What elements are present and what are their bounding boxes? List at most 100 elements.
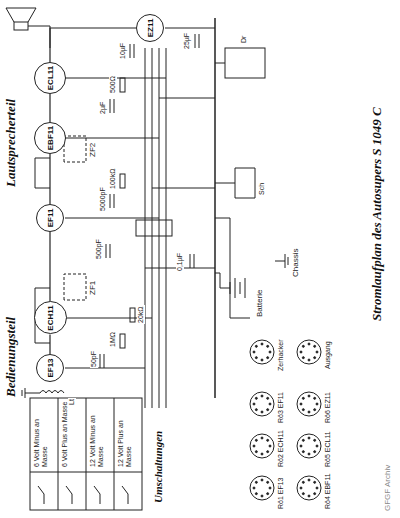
component-value: 500Ω — [109, 75, 117, 94]
socket-pin — [269, 445, 271, 447]
signal-wire — [50, 28, 136, 62]
socket-pin — [302, 409, 304, 411]
socket-pin — [300, 403, 302, 405]
part-name: Lt — [68, 398, 76, 406]
resistors-capacitors — [100, 34, 199, 368]
table-cell: 6 Volt Minus an Masse — [33, 400, 48, 468]
section-title: Lautsprecherteil — [4, 98, 18, 188]
socket-pin — [255, 409, 257, 411]
socket-pin — [308, 437, 310, 439]
component-value: 5000pF — [99, 186, 107, 212]
socket-pin — [308, 453, 310, 455]
socket-pin — [300, 351, 302, 353]
socket-pin — [302, 397, 304, 399]
socket-pin — [302, 345, 304, 347]
bus-wires — [35, 18, 215, 408]
socket-pin — [267, 481, 269, 483]
socket-pin — [314, 481, 316, 483]
tube-symbol: EZ11 — [136, 14, 164, 42]
socket-pin — [300, 445, 302, 447]
socket-pin — [255, 357, 257, 359]
part-name: ZF2 — [89, 142, 98, 158]
socket-pin — [253, 403, 255, 405]
sheet-title: Stromlaufplan des Autosupers S 1049 C — [370, 106, 384, 322]
part-name: Dr — [240, 35, 248, 44]
socket-pin — [261, 343, 263, 345]
table-title: Umschaltungen — [152, 430, 164, 504]
tube-type: ECL11 — [46, 66, 55, 90]
socket-pin — [314, 439, 316, 441]
tube-symbol: EF13 — [36, 354, 64, 382]
signal-wire — [49, 232, 50, 302]
socket-pin — [269, 487, 271, 489]
socket-pin — [302, 451, 304, 453]
socket-pin — [302, 439, 304, 441]
table-cell: 12 Volt Plus an Masse — [117, 400, 132, 468]
socket-pin — [261, 411, 263, 413]
socket-pin — [308, 411, 310, 413]
socket-pin — [255, 345, 257, 347]
socket-pin — [316, 445, 318, 447]
speaker — [6, 8, 50, 48]
socket-pin — [314, 357, 316, 359]
socket-pin — [314, 451, 316, 453]
socket-pin — [261, 495, 263, 497]
socket-pin — [314, 397, 316, 399]
table-cell: 6 Volt Plus an Masse — [61, 400, 69, 468]
socket-pin — [316, 487, 318, 489]
socket-pin — [267, 451, 269, 453]
socket-pin — [255, 397, 257, 399]
socket-pin — [261, 437, 263, 439]
socket-label: Rö2 ECH11 — [277, 429, 285, 468]
socket-pin — [308, 479, 310, 481]
component-value: 25µF — [183, 32, 191, 50]
socket-pin — [253, 445, 255, 447]
socket-pin — [302, 493, 304, 495]
tube-symbol: EBF11 — [34, 122, 66, 154]
tube-type: EF11 — [46, 209, 55, 228]
component-value: 100kΩ — [109, 168, 117, 190]
socket-pin — [267, 439, 269, 441]
socket-pin — [261, 453, 263, 455]
signal-wire — [49, 154, 50, 204]
component-value: 500pF — [95, 238, 103, 260]
socket-pin — [308, 395, 310, 397]
tube-symbol: ECH11 — [34, 302, 67, 335]
switch-table — [30, 398, 142, 510]
tube-symbol: EF11 — [36, 204, 64, 232]
socket-pin — [302, 357, 304, 359]
socket-pin — [267, 397, 269, 399]
tube-type: ECH11 — [46, 305, 55, 330]
section-title: Bedienungsteil — [4, 316, 18, 398]
socket-pin — [267, 409, 269, 411]
socket-pin — [261, 395, 263, 397]
socket-label: Zerhacker — [277, 338, 285, 372]
socket-pin — [316, 403, 318, 405]
table-cell: 12 Volt Minus an Masse — [89, 400, 104, 468]
tube-type: EBF11 — [46, 126, 55, 150]
socket-label: Ausgang — [324, 340, 332, 370]
socket-pin — [255, 439, 257, 441]
component-value: 1MΩ — [109, 331, 117, 348]
socket-pin — [314, 345, 316, 347]
signal-wire — [49, 94, 50, 122]
socket-pin — [308, 343, 310, 345]
socket-pin — [308, 359, 310, 361]
socket-pin — [267, 345, 269, 347]
socket-pin — [314, 409, 316, 411]
socket-pin — [261, 479, 263, 481]
socket-pin — [267, 493, 269, 495]
part-name: ZF1 — [89, 280, 98, 296]
socket-pin — [255, 451, 257, 453]
tube-sockets — [250, 340, 321, 500]
socket-pin — [261, 359, 263, 361]
socket-pin — [314, 493, 316, 495]
component-value: 10µF — [119, 42, 127, 60]
component-value: 0,1µF — [176, 252, 184, 272]
socket-label: Rö3 EF11 — [277, 391, 285, 424]
socket-pin — [308, 495, 310, 497]
tube-type: EZ11 — [146, 19, 155, 38]
if-transformers — [64, 136, 86, 300]
vibrator-transformer — [215, 48, 265, 318]
